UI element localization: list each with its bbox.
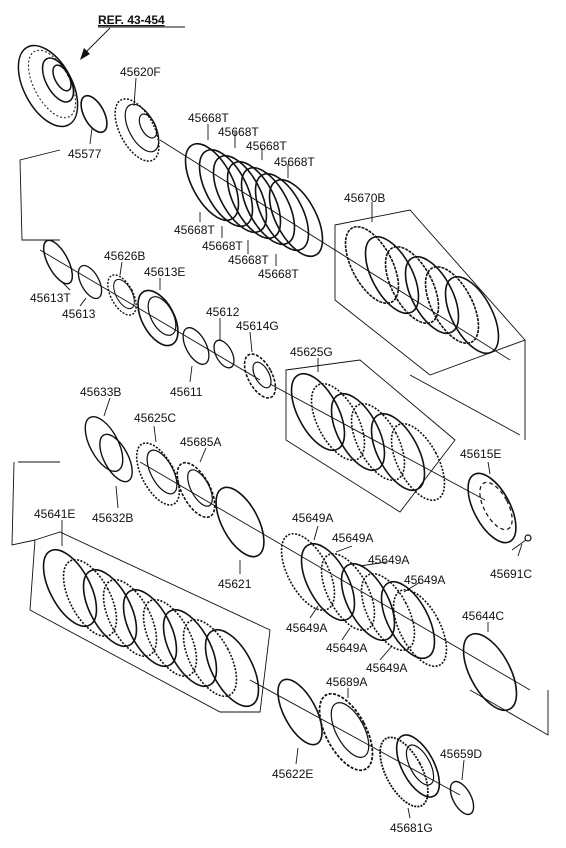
label-45668T-h[interactable]: 45668T [258, 267, 299, 281]
part-45681G[interactable] [370, 728, 448, 814]
label-45659D[interactable]: 45659D [440, 747, 482, 761]
plate-stack-45625G [285, 359, 456, 513]
plate-stack-45668T [184, 142, 324, 258]
part-45614G[interactable] [238, 349, 282, 403]
plate-stack-45641E [11, 461, 271, 713]
label-45613T[interactable]: 45613T [30, 291, 71, 305]
label-45615E[interactable]: 45615E [460, 447, 501, 461]
label-45691C[interactable]: 45691C [490, 567, 532, 581]
part-45622E[interactable] [269, 673, 331, 752]
label-45689A[interactable]: 45689A [326, 675, 367, 689]
part-45689A[interactable] [309, 686, 384, 779]
label-45668T-b[interactable]: 45668T [218, 125, 259, 139]
part-45613T[interactable] [38, 236, 78, 288]
part-45633B[interactable] [78, 411, 131, 477]
part-45577[interactable] [76, 92, 112, 137]
label-45626B[interactable]: 45626B [104, 249, 145, 263]
label-45620F[interactable]: 45620F [120, 65, 161, 79]
ref-gear-drum [17, 44, 79, 128]
label-45668T-a[interactable]: 45668T [188, 111, 229, 125]
plate-stack-45670B [334, 209, 526, 376]
part-45612[interactable] [210, 337, 238, 371]
part-45644C[interactable] [453, 626, 528, 719]
part-45620F[interactable] [106, 92, 168, 168]
label-45622E[interactable]: 45622E [272, 767, 313, 781]
label-45649A-f[interactable]: 45649A [326, 641, 367, 655]
reference-arrow-icon [80, 48, 90, 60]
label-45612[interactable]: 45612 [206, 305, 240, 319]
part-45632B[interactable] [93, 429, 139, 486]
label-45668T-c[interactable]: 45668T [246, 139, 287, 153]
leader-lines [61, 77, 523, 819]
part-labels: 45620F 45577 45668T 45668T 45668T 45668T… [30, 65, 532, 835]
label-45649A-g[interactable]: 45649A [366, 661, 407, 675]
label-45614G[interactable]: 45614G [236, 319, 279, 333]
part-45613E[interactable] [130, 284, 186, 352]
label-45681G[interactable]: 45681G [390, 821, 433, 835]
label-45621[interactable]: 45621 [218, 577, 252, 591]
label-45611[interactable]: 45611 [170, 385, 203, 399]
label-45644C[interactable]: 45644C [462, 609, 504, 623]
part-45615E[interactable] [458, 466, 525, 550]
label-45649A-e[interactable]: 45649A [286, 621, 327, 635]
label-45649A-b[interactable]: 45649A [332, 531, 373, 545]
part-45611[interactable] [178, 324, 214, 369]
label-45633B[interactable]: 45633B [80, 385, 121, 399]
part-45613[interactable] [74, 262, 107, 302]
label-45668T-e[interactable]: 45668T [174, 223, 215, 237]
part-45625C[interactable] [128, 436, 188, 511]
part-45621[interactable] [206, 480, 273, 564]
label-45613E[interactable]: 45613E [144, 265, 185, 279]
label-45641E[interactable]: 45641E [34, 507, 75, 521]
label-45649A-c[interactable]: 45649A [368, 553, 409, 567]
part-45626B[interactable] [102, 270, 142, 319]
label-45632B[interactable]: 45632B [92, 511, 133, 525]
label-45670B[interactable]: 45670B [344, 191, 385, 205]
reference-label[interactable]: REF. 43-454 [98, 13, 165, 27]
label-45685A[interactable]: 45685A [180, 435, 221, 449]
label-45625G[interactable]: 45625G [290, 345, 333, 359]
label-45649A-a[interactable]: 45649A [292, 511, 333, 525]
label-45668T-g[interactable]: 45668T [228, 253, 269, 267]
reference-callout: REF. 43-454 [80, 13, 185, 60]
label-45577[interactable]: 45577 [68, 147, 102, 161]
label-45668T-f[interactable]: 45668T [202, 239, 243, 253]
label-45613[interactable]: 45613 [62, 307, 96, 321]
part-45659D[interactable] [446, 778, 479, 818]
part-45691C[interactable] [511, 534, 532, 551]
label-45649A-d[interactable]: 45649A [404, 573, 445, 587]
label-45668T-d[interactable]: 45668T [274, 155, 315, 169]
part-45685A[interactable] [170, 457, 223, 523]
plate-stack-45649A [280, 532, 448, 668]
label-45625C[interactable]: 45625C [134, 411, 176, 425]
